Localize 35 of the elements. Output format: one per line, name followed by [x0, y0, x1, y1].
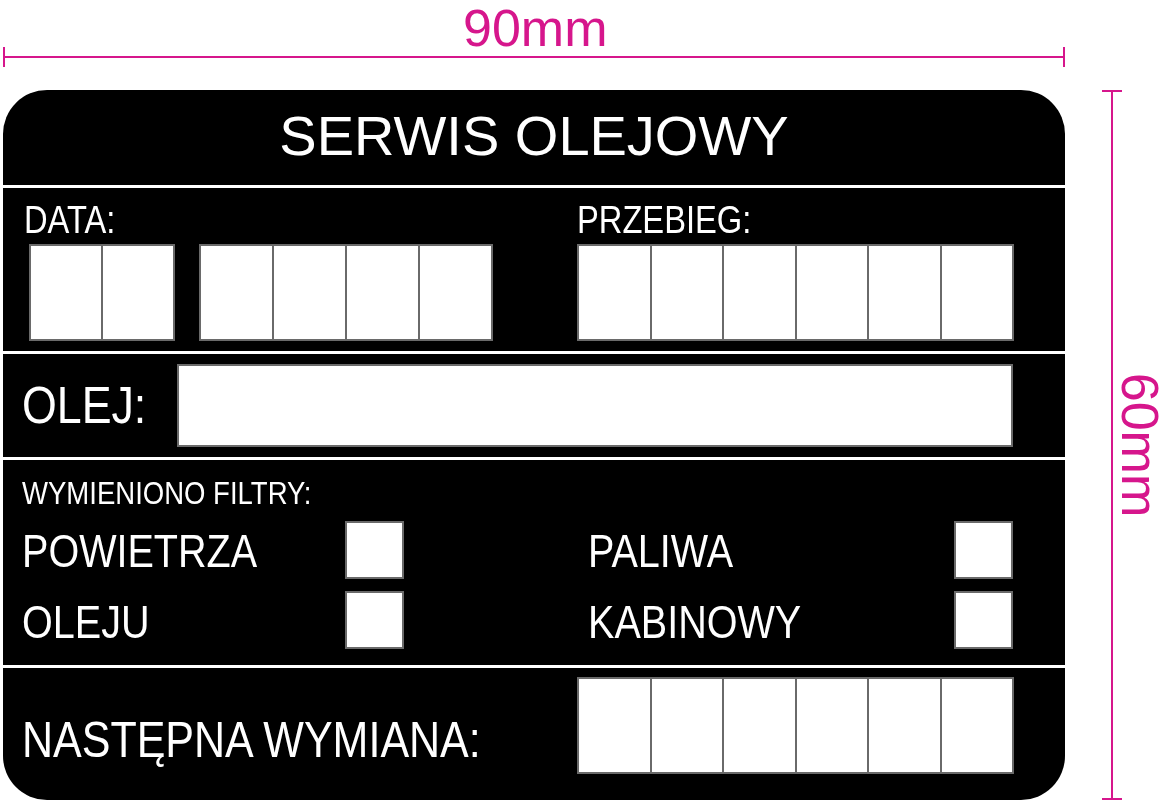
checkbox-label: PALIWA — [588, 528, 734, 574]
write-in-box — [649, 677, 724, 774]
write-in-box — [867, 677, 942, 774]
checkbox-label: OLEJU — [22, 599, 150, 645]
write-in-box — [418, 244, 493, 341]
field-label: NASTĘPNA WYMIANA: — [22, 715, 481, 765]
field-label: OLEJ: — [22, 379, 147, 431]
write-in-box — [722, 244, 797, 341]
write-in-box — [722, 677, 797, 774]
checkbox — [345, 521, 404, 579]
dimension-label: 60mm — [1114, 372, 1167, 518]
write-in-box — [345, 244, 420, 341]
write-in-box — [29, 244, 103, 341]
checkbox — [954, 591, 1013, 649]
write-in-box — [272, 244, 347, 341]
checkbox-label: POWIETRZA — [22, 528, 258, 574]
write-in-box — [939, 244, 1014, 341]
dimension-label: 90mm — [463, 2, 608, 54]
checkbox — [954, 521, 1013, 579]
field-label: DATA: — [24, 201, 116, 239]
write-in-box — [577, 677, 652, 774]
write-in-box — [577, 244, 652, 341]
title: SERWIS OLEJOWY — [278, 104, 790, 168]
write-in-box — [794, 677, 869, 774]
write-in-box — [101, 244, 175, 341]
checkbox — [345, 591, 404, 649]
write-in-box — [649, 244, 724, 341]
write-in-box — [794, 244, 869, 341]
field-label: PRZEBIEG: — [577, 201, 752, 239]
write-in-box — [199, 244, 274, 341]
section-heading: WYMIENIONO FILTRY: — [22, 477, 312, 509]
input-field — [177, 364, 1013, 447]
checkbox-label: KABINOWY — [588, 599, 802, 645]
write-in-box — [939, 677, 1014, 774]
write-in-box — [867, 244, 942, 341]
